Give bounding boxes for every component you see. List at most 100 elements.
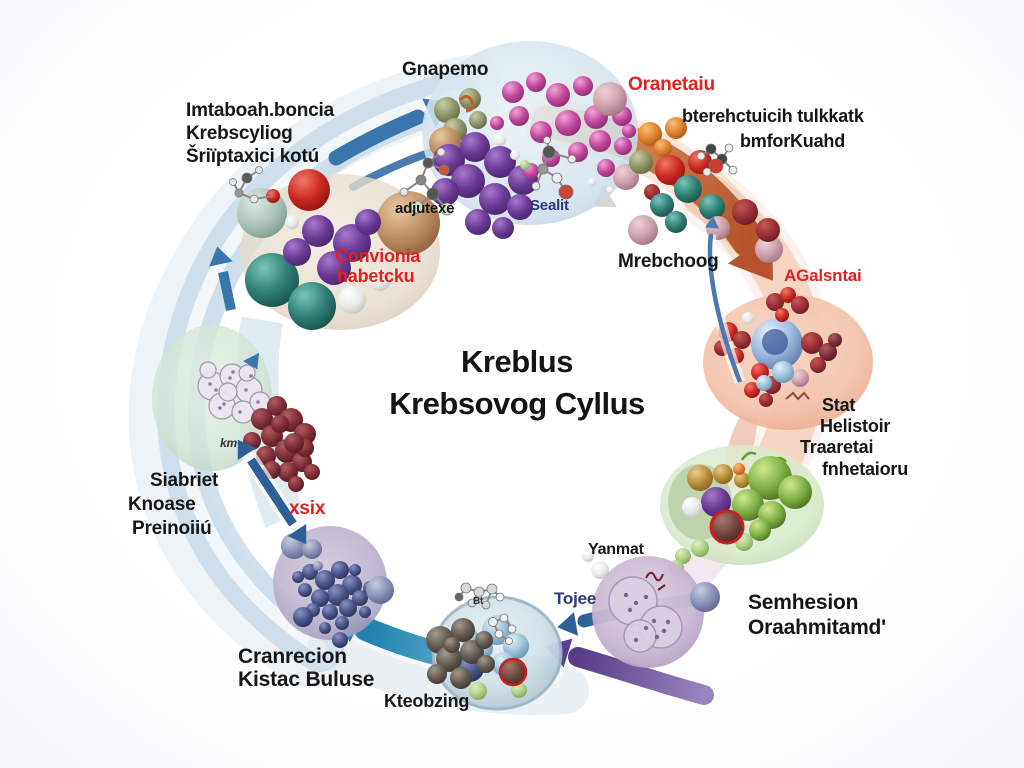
sphere <box>690 582 720 612</box>
squiggle-marks-icon <box>785 391 810 401</box>
sphere <box>687 465 713 491</box>
atom <box>537 163 549 175</box>
darkgray-cluster <box>426 618 495 689</box>
sphere <box>629 150 653 174</box>
sphere <box>451 618 475 642</box>
sphere <box>691 539 709 557</box>
sphere <box>597 159 615 177</box>
molecule-icon-topleft <box>229 166 274 204</box>
glassy-blob <box>426 582 563 711</box>
band-chevron-icon <box>242 352 260 370</box>
sphere <box>674 175 702 203</box>
sphere <box>510 150 520 160</box>
double-arrow-shaft <box>247 457 297 527</box>
sphere <box>638 122 662 146</box>
band-arrowhead-icon <box>209 246 233 267</box>
mrebchoog-label: Mrebchoog <box>618 251 719 272</box>
bubble-cluster-icon <box>197 361 271 424</box>
atom <box>249 194 259 204</box>
sphere <box>801 332 823 354</box>
sphere <box>460 132 490 162</box>
metabolism-label-line1: Imtaboah.boncia <box>186 100 334 121</box>
sphere <box>756 218 780 242</box>
atom <box>481 600 491 610</box>
diagram-title-line1: Kreblus <box>461 344 573 379</box>
atom <box>241 172 253 184</box>
sphere <box>650 193 674 217</box>
sphere <box>582 550 594 562</box>
sphere <box>744 382 760 398</box>
xsix-label: xsix <box>289 498 326 519</box>
molecule-icon-above-glass <box>454 582 505 610</box>
sphere <box>315 570 335 590</box>
sphere <box>436 646 462 672</box>
atom <box>460 582 472 594</box>
molecule-icon-glass <box>488 613 517 645</box>
sphere <box>359 606 371 618</box>
top-blob-smalls <box>494 134 639 194</box>
sphere <box>756 375 772 391</box>
sphere <box>302 215 334 247</box>
sphere <box>317 251 351 285</box>
atom <box>724 143 734 153</box>
atom <box>505 637 513 645</box>
sphere <box>828 333 842 347</box>
sphere <box>733 463 745 475</box>
sphere <box>313 561 323 571</box>
agalsntai-label: AGalsntai <box>784 266 862 285</box>
sphere <box>444 637 460 653</box>
atom <box>438 164 450 176</box>
sphere <box>484 146 516 178</box>
band-white-stripe <box>174 88 462 655</box>
molecule-icon-adjutexe <box>399 147 454 216</box>
sphere <box>450 667 472 689</box>
sphere <box>742 312 754 324</box>
thin-arrowhead-icon <box>705 216 719 229</box>
double-arrowhead-down-icon <box>287 524 307 545</box>
navy-cluster <box>281 533 394 648</box>
atom <box>542 145 556 159</box>
brown-ringed-sphere2-icon <box>498 657 528 687</box>
cell-dots <box>623 592 671 643</box>
sphere <box>366 576 394 604</box>
bubble-dots <box>208 370 260 414</box>
atom <box>558 184 574 200</box>
molecule-icon-topright <box>696 143 738 177</box>
sphere <box>271 415 289 433</box>
double-arrowhead-up-icon <box>237 439 257 460</box>
adjutexe-label: adjutexe <box>395 200 455 217</box>
atom <box>473 586 485 598</box>
top-arrow-thick-shaft <box>328 109 426 166</box>
atom <box>255 166 263 174</box>
sphere <box>546 83 570 107</box>
sphere <box>479 183 511 215</box>
atom <box>728 165 738 175</box>
sphere <box>288 169 330 211</box>
diagram-title-line2: Krebsovog Cyllus <box>389 386 645 421</box>
cell-bubbles-icon <box>608 576 683 653</box>
sphere <box>772 361 794 383</box>
sphere <box>628 215 658 245</box>
cell-extra <box>582 550 720 612</box>
atom <box>551 172 563 184</box>
sphere <box>302 539 322 559</box>
sphere <box>292 571 304 583</box>
sphere <box>349 564 361 576</box>
brown-ringed-sphere-icon <box>709 509 745 545</box>
orange-curl-icon <box>458 95 475 113</box>
sphere <box>555 110 581 136</box>
sphere <box>654 139 672 157</box>
sphere <box>451 164 485 198</box>
siabriet-label-line3: Preinoiiú <box>132 518 212 539</box>
atom <box>436 147 446 157</box>
purple-arrow-shaft <box>568 647 714 705</box>
kteobzing-label: Kteobzing <box>384 691 470 711</box>
sphere <box>775 308 789 322</box>
sphere <box>490 116 504 130</box>
thin-blue-arrow-right <box>704 216 746 384</box>
sphere <box>526 72 546 92</box>
cranrecion-label-line2: Kistac Buluse <box>238 668 375 691</box>
